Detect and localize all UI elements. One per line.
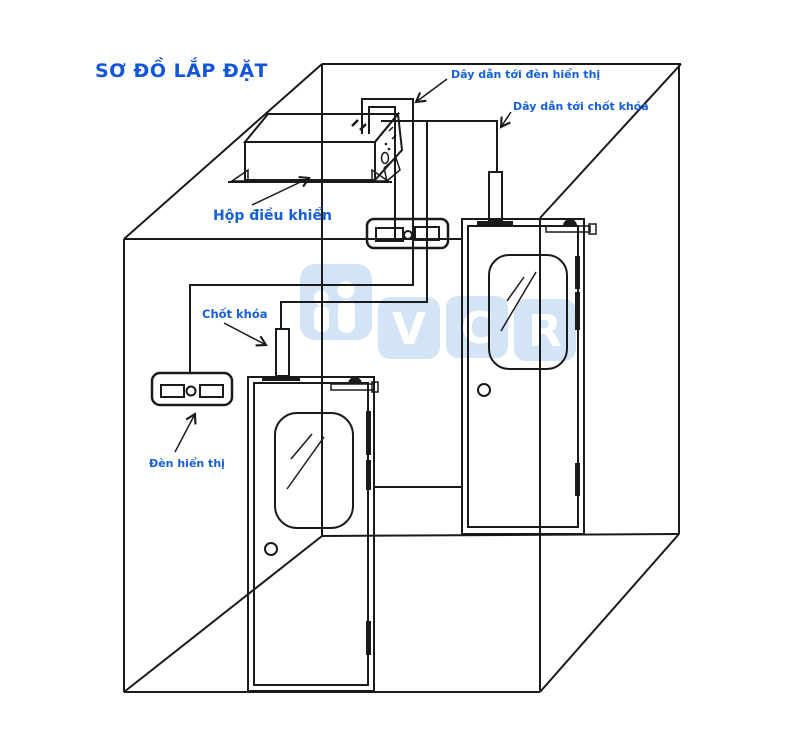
door-handle-bar — [545, 225, 591, 233]
room-wireframe — [123, 63, 682, 693]
wiring — [189, 98, 498, 372]
glass-glare-line — [500, 271, 537, 332]
watermark-letter: R — [528, 306, 562, 357]
door-hinge — [366, 460, 371, 490]
floor-left-edge — [123, 535, 323, 693]
lock-strike-plate — [477, 221, 513, 226]
leader-wire-lock — [499, 111, 512, 129]
indicator-light-left — [150, 371, 234, 407]
box-right-face — [374, 111, 404, 183]
indicator-light-label: Đèn hiển thị — [149, 457, 225, 470]
watermark-letter: C — [461, 303, 493, 354]
watermark-tile-r: R — [514, 299, 576, 361]
indicator-body — [150, 371, 234, 407]
leader-control-box — [251, 176, 311, 206]
door-inner-frame — [467, 225, 579, 528]
floor-right-edge — [539, 533, 680, 693]
box-front-face — [244, 141, 376, 181]
door-outer-frame — [461, 218, 585, 535]
indicator-light-right — [365, 217, 450, 250]
indicator-lamp — [160, 384, 185, 398]
wire-to-indicator-light — [189, 98, 414, 372]
glass-glare-line — [506, 276, 525, 302]
door-knob — [264, 542, 278, 556]
indicator-body — [365, 217, 450, 250]
ceiling-right-edge — [539, 63, 682, 219]
door-handle-cap — [371, 381, 379, 393]
wire-to-lock-right — [381, 120, 498, 172]
leader-indicator-light — [174, 412, 197, 453]
page-title: SƠ ĐỒ LẮP ĐẶT — [95, 56, 268, 82]
watermark-letter: V — [392, 304, 426, 355]
leader-lock-bolt — [223, 322, 268, 347]
door-window — [274, 412, 354, 529]
glass-glare-line — [290, 433, 313, 460]
door-outer-frame — [247, 376, 375, 692]
door-hinge — [366, 411, 371, 455]
door-hinge — [366, 621, 371, 655]
indicator-lamp — [375, 227, 404, 242]
glass-glare-line — [286, 436, 325, 490]
door-window — [488, 254, 568, 370]
right-door — [461, 171, 597, 535]
door-handle-dome — [563, 219, 577, 226]
door-inner-frame — [253, 382, 369, 686]
lock-bolt-label: Chốt khóa — [202, 307, 268, 321]
wire-to-lock-left — [280, 121, 428, 330]
watermark-tile-c: C — [446, 296, 508, 358]
wire-to-indicator-label: Dây dẫn tới đèn hiển thị — [451, 68, 600, 81]
watermark: V C R — [300, 264, 576, 361]
door-handle-cap — [588, 223, 597, 235]
leader-wire-indicator — [414, 78, 448, 104]
lock-bolt-right — [488, 171, 503, 221]
lock-bolt-left — [275, 328, 290, 377]
door-hinge — [575, 292, 580, 330]
wire-to-lock-label: Dây dẫn tới chốt khóa — [513, 100, 649, 113]
control-box-label: Hộp điều khiển — [213, 207, 332, 224]
door-handle-dome — [348, 377, 362, 384]
door-knob — [477, 383, 491, 397]
left-door — [247, 328, 379, 692]
leader-arrows — [174, 78, 512, 453]
mounting-bracket — [229, 168, 249, 182]
indicator-buzzer — [185, 385, 197, 397]
watermark-tile-v: V — [378, 297, 440, 359]
door-hinge — [575, 463, 580, 496]
door-handle-bar — [330, 383, 375, 391]
ceiling-left-edge — [123, 63, 323, 240]
door-hinge — [575, 256, 580, 289]
wire-loop-inner — [368, 106, 396, 240]
indicator-lamp — [199, 384, 224, 398]
indicator-buzzer — [403, 230, 413, 240]
lock-strike-plate — [262, 376, 300, 381]
